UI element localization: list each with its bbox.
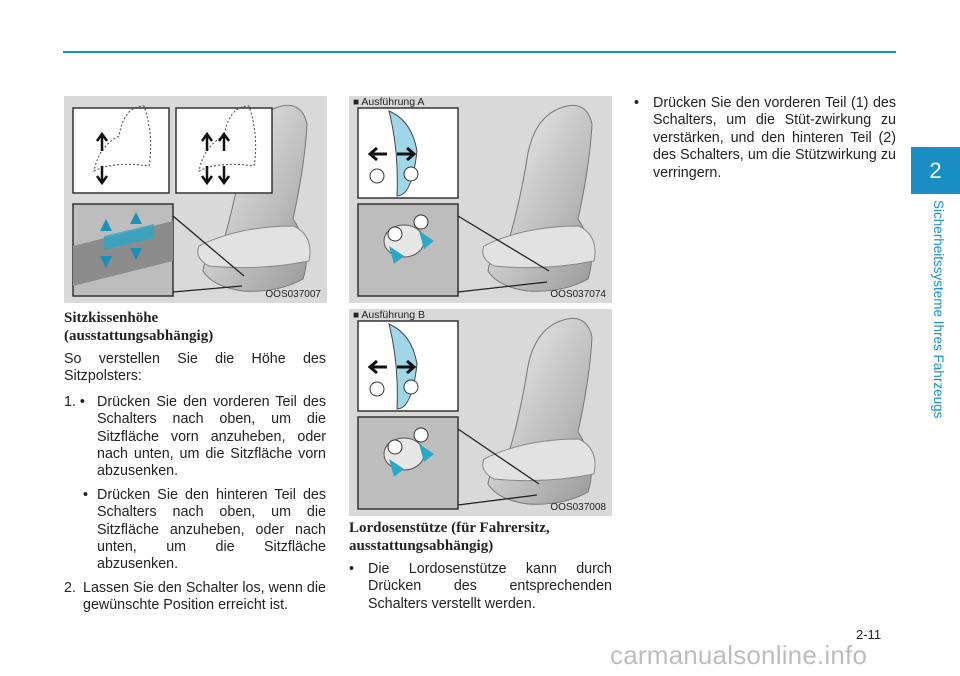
figure-lumbar-variant-a: ■ Ausführung A OOS037074 [349, 96, 612, 303]
step-1: 1. • Drücken Sie den vorderen Teil des S… [64, 394, 326, 481]
chapter-title: Sicherheitssysteme Ihres Fahrzeugs [931, 200, 946, 419]
lumbar-a-illustration [357, 104, 596, 297]
chapter-title-vertical: Sicherheitssysteme Ihres Fahrzeugs [916, 200, 956, 440]
figure-code: OOS037008 [550, 502, 606, 513]
bullet-marker: • [634, 95, 640, 111]
bullet-marker: • [349, 561, 355, 577]
section-heading-seat-height: Sitzkissenhöhe (ausstattungsabhängig) [64, 310, 326, 345]
bullet-item: • Drücken Sie den vorderen Teil (1) des … [634, 95, 896, 182]
variant-text: Ausführung A [361, 96, 425, 108]
bullet-text: Die Lordosenstütze kann durch Drücken de… [368, 561, 612, 612]
bullet-text: Drücken Sie den vorderen Teil (1) des Sc… [653, 95, 896, 181]
step-marker: 1. • [64, 393, 85, 410]
step-text: Drücken Sie den vorderen Teil des Schalt… [97, 393, 326, 480]
heading-line: Lordosenstütze (für Fahrersitz, [349, 520, 550, 536]
lumbar-b-illustration [357, 317, 596, 510]
step-2: 2. Lassen Sie den Schalter los, wenn die… [64, 580, 326, 615]
bullet-item: • Die Lordosenstütze kann durch Drücken … [349, 561, 612, 613]
section-heading-lumbar: Lordosenstütze (für Fahrersitz, ausstatt… [349, 520, 612, 555]
figure-code: OOS037074 [550, 289, 606, 300]
heading-line: ausstattungsabhängig) [349, 537, 494, 554]
watermark: carmanualsonline.info [610, 640, 868, 670]
figure-code: OOS037007 [265, 289, 321, 300]
step-1-second-bullet: • Drücken Sie den hinteren Teil des Scha… [64, 487, 326, 574]
heading-line: Sitzkissenhöhe [64, 310, 159, 326]
figure-seat-height: OOS037007 [64, 96, 327, 303]
step-marker: 2. [64, 579, 76, 596]
chapter-number-tab: 2 [911, 147, 960, 194]
intro-paragraph: So verstellen Sie die Höhe des Sitzpolst… [64, 351, 326, 385]
variant-text: Ausführung B [361, 309, 426, 321]
page-number: 2-11 [856, 627, 882, 642]
bullet-marker: • [83, 486, 89, 503]
step-text: Lassen Sie den Schalter los, wenn die ge… [83, 579, 326, 614]
header-rule [63, 51, 896, 53]
step-text: Drücken Sie den hinteren Teil des Schalt… [97, 486, 326, 573]
left-column: Sitzkissenhöhe (ausstattungsabhängig) So… [64, 310, 326, 615]
variant-label-b: ■ Ausführung B [353, 309, 426, 321]
variant-label-a: ■ Ausführung A [353, 96, 425, 108]
figure-lumbar-variant-b: ■ Ausführung B OOS037008 [349, 309, 612, 516]
seat-height-illustration [72, 104, 311, 297]
right-column: • Drücken Sie den vorderen Teil (1) des … [634, 95, 896, 182]
middle-column: Lordosenstütze (für Fahrersitz, ausstatt… [349, 520, 612, 613]
heading-line: (ausstattungsabhängig) [64, 327, 214, 344]
